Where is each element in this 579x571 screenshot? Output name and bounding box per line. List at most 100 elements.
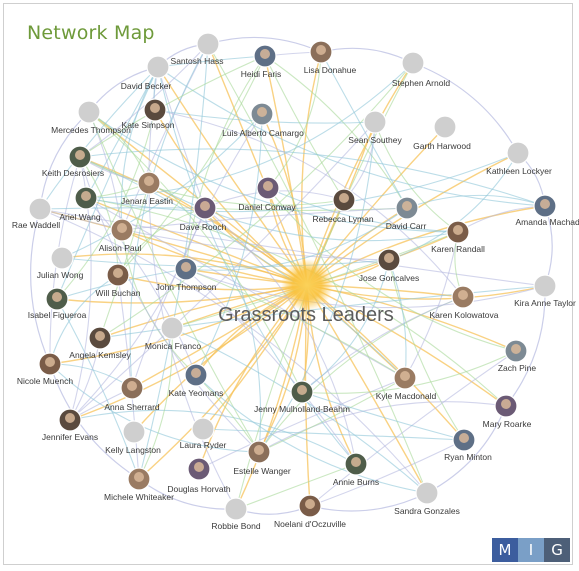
peer-edge [320,51,408,209]
person-placeholder[interactable] [401,51,425,75]
person-node[interactable] [309,40,333,64]
ring-edge [39,111,90,210]
person-placeholder[interactable] [533,274,557,298]
avatar-face [52,292,62,302]
person-placeholder[interactable] [196,32,220,56]
person-node[interactable] [45,287,69,311]
person-node[interactable] [137,171,161,195]
person-node[interactable] [196,32,220,56]
avatar-face [194,462,204,472]
person-node[interactable] [433,115,457,139]
person-node[interactable] [174,257,198,281]
person-node[interactable] [160,316,184,340]
person-node[interactable] [127,467,151,491]
person-node[interactable] [452,428,476,452]
avatar-face [297,385,307,395]
peer-edge [79,156,406,379]
person-placeholder[interactable] [415,481,439,505]
person-node[interactable] [494,394,518,418]
peer-edge [61,257,390,268]
person-node[interactable] [146,55,170,79]
person-node[interactable] [106,263,130,287]
person-node[interactable] [506,141,530,165]
person-placeholder[interactable] [28,197,52,221]
person-label: John Thompson [156,282,217,292]
person-placeholder[interactable] [363,110,387,134]
peer-edge [301,259,390,393]
person-node[interactable] [122,420,146,444]
peer-edge [204,207,357,465]
person-placeholder[interactable] [160,316,184,340]
person-label: Robbie Bond [211,521,260,531]
person-label: Kate Simpson [122,120,175,130]
person-label: Santosh Hass [171,56,224,66]
person-node[interactable] [88,326,112,350]
hub-edge [264,55,308,286]
person-node[interactable] [401,51,425,75]
person-node[interactable] [143,98,167,122]
person-label: Kyle Macdonald [376,391,437,401]
person-node[interactable] [533,274,557,298]
person-node[interactable] [377,248,401,272]
person-node[interactable] [191,417,215,441]
person-node[interactable] [247,440,271,464]
hub-node[interactable] [281,259,333,311]
avatar-face [501,399,511,409]
person-node[interactable] [451,285,475,309]
person-placeholder[interactable] [146,55,170,79]
person-node[interactable] [363,110,387,134]
avatar-face [254,445,264,455]
person-node[interactable] [58,408,82,432]
peer-edge [185,55,266,270]
person-placeholder[interactable] [224,497,248,521]
peer-edge [85,152,519,213]
person-node[interactable] [120,376,144,400]
person-node[interactable] [50,246,74,270]
person-node[interactable] [28,197,52,221]
peer-edge [49,363,260,453]
person-node[interactable] [110,218,134,242]
peer-edge [85,197,197,376]
person-node[interactable] [332,188,356,212]
person-label: Will Buchan [96,288,141,298]
ring-edge [412,62,519,154]
person-node[interactable] [38,352,62,376]
person-label: Kathleen Lockyer [486,166,552,176]
person-placeholder[interactable] [50,246,74,270]
person-node[interactable] [187,457,211,481]
person-node[interactable] [533,194,557,218]
person-node[interactable] [74,186,98,210]
person-node[interactable] [344,452,368,476]
person-node[interactable] [250,102,274,126]
avatar-face [181,262,191,272]
person-node[interactable] [393,366,417,390]
peer-edge [131,113,263,389]
person-placeholder[interactable] [433,115,457,139]
person-placeholder[interactable] [122,420,146,444]
person-node[interactable] [184,363,208,387]
person-node[interactable] [68,145,92,169]
peer-edge [56,298,140,480]
person-placeholder[interactable] [506,141,530,165]
person-label: Isabel Figueroa [28,310,87,320]
person-node[interactable] [256,176,280,200]
hub-edge [306,284,465,441]
person-node[interactable] [504,339,528,363]
person-node[interactable] [77,100,101,124]
peer-edge [99,182,150,339]
person-node[interactable] [253,44,277,68]
peer-edge [79,156,119,276]
person-node[interactable] [415,481,439,505]
person-node[interactable] [298,494,322,518]
person-placeholder[interactable] [191,417,215,441]
person-placeholder[interactable] [77,100,101,124]
person-label: Karen Randall [431,244,485,254]
peer-edge [185,268,546,309]
person-node[interactable] [224,497,248,521]
person-node[interactable] [395,196,419,220]
person-node[interactable] [446,220,470,244]
person-node[interactable] [193,196,217,220]
person-label: Jennifer Evans [42,432,98,442]
person-node[interactable] [290,380,314,404]
avatar-face [511,344,521,354]
